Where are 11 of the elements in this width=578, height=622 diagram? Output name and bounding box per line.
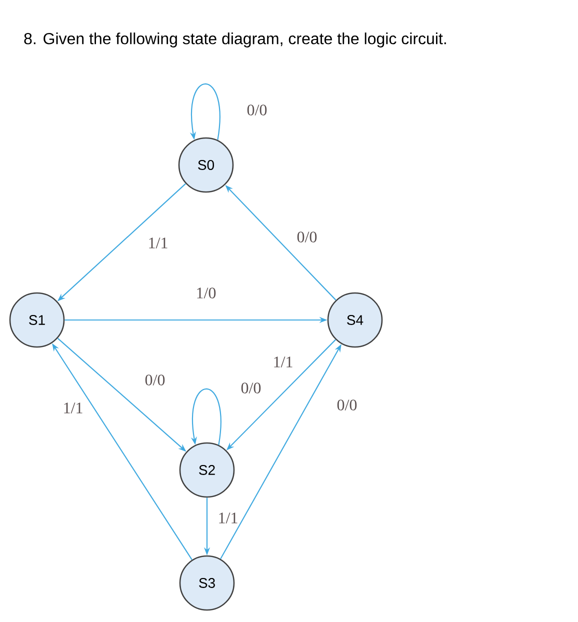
title: 8. Given the following state diagram, create the logic circuit. (24, 32, 446, 48)
edge-label: 0/0 (240, 382, 262, 394)
edge-label: 1/0 (194, 286, 218, 300)
edge-label: 1/1 (62, 402, 84, 414)
edge-label: 1/1 (216, 512, 240, 524)
edge-label: 0/0 (336, 398, 358, 412)
edge-label: 1/1 (272, 356, 294, 368)
edge-label: 0/0 (246, 104, 268, 116)
edge-label: 0/0 (144, 374, 166, 386)
edge-label: 0/0 (296, 230, 318, 244)
edge-label: 1/1 (146, 236, 170, 250)
